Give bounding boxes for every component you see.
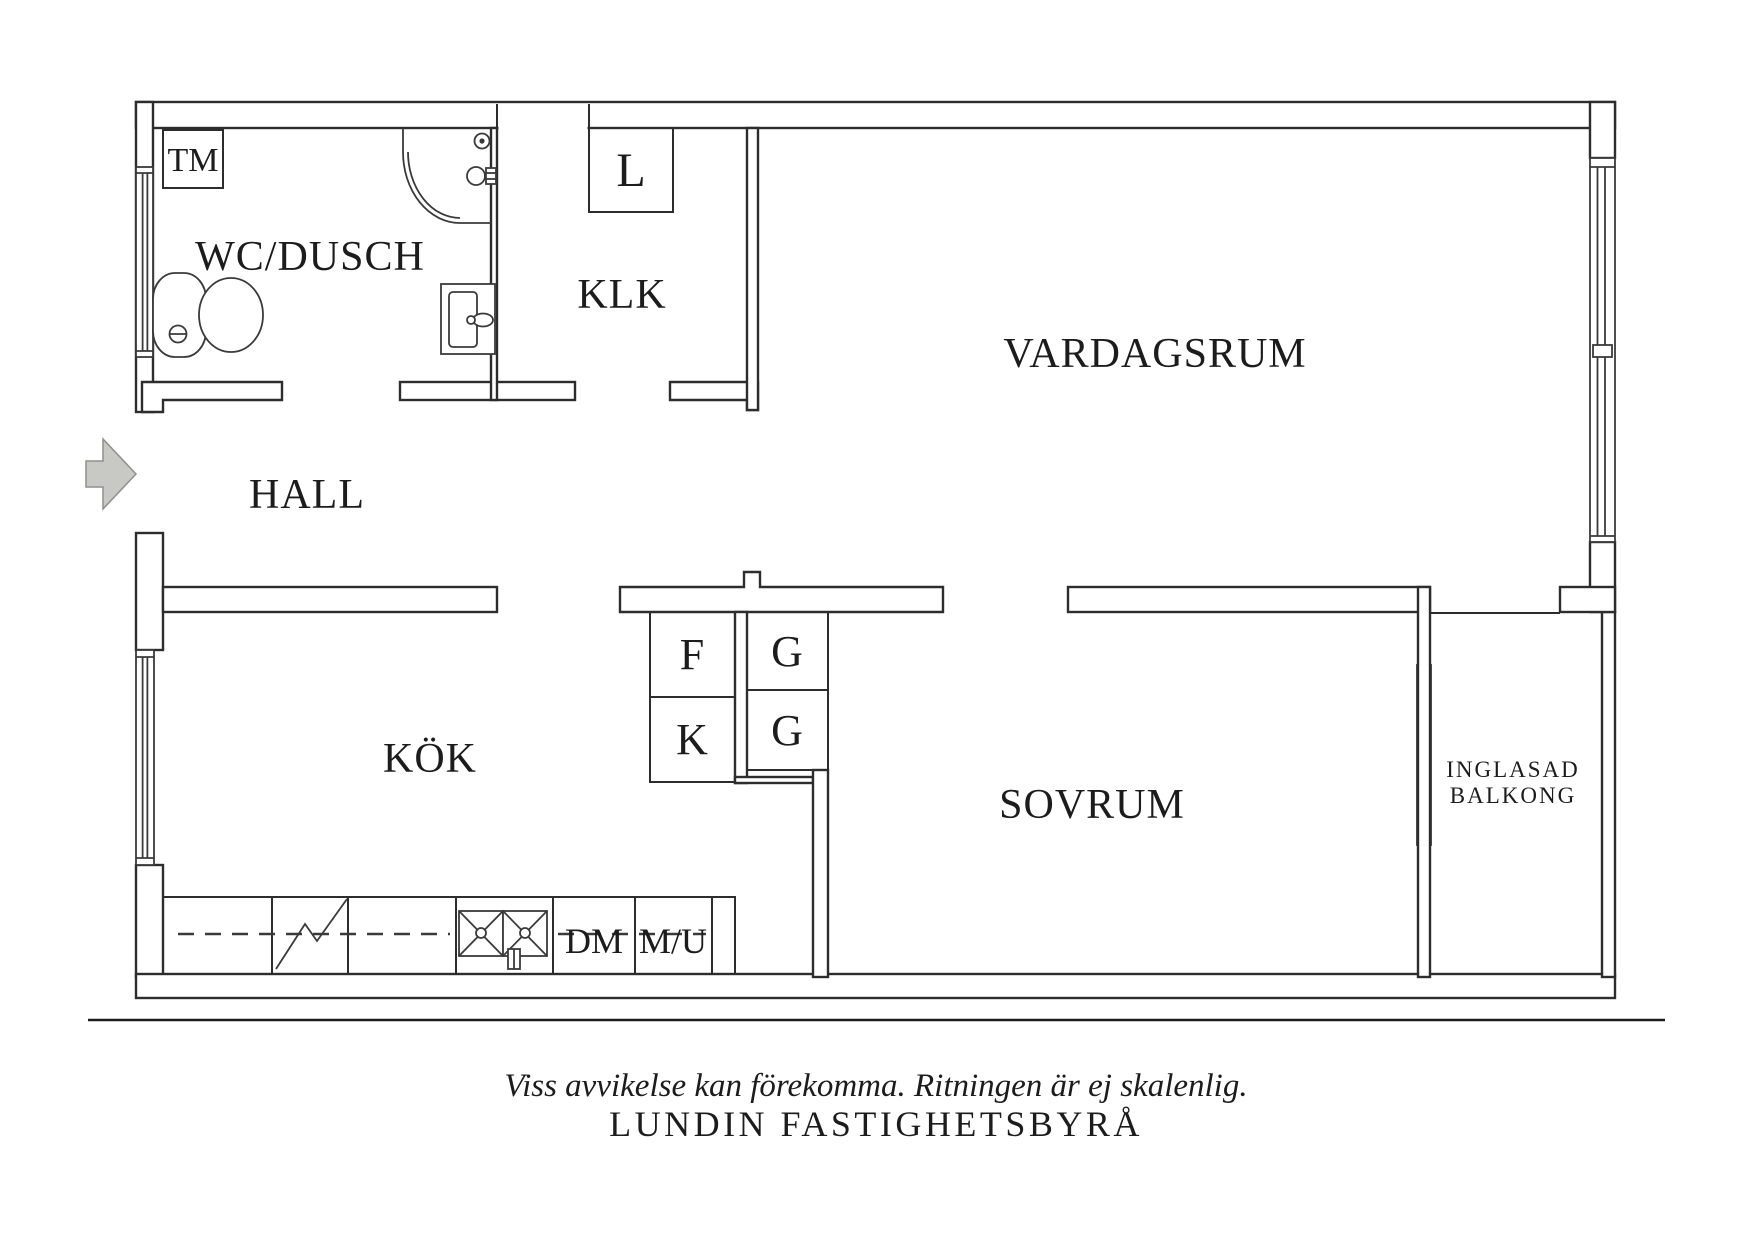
window-mullion: [1592, 344, 1613, 358]
bathroom-fixtures: [152, 128, 497, 358]
closet-label-g1: G: [771, 627, 803, 676]
closet-label-g2: G: [771, 706, 803, 755]
room-label-sovrum: SOVRUM: [999, 782, 1185, 828]
interior-walls: [140, 126, 1617, 979]
wall-below-k: [733, 775, 815, 785]
closet-label-l: L: [616, 144, 645, 197]
closet-label-tm: TM: [168, 142, 219, 179]
wall-hall-mid: [618, 570, 945, 614]
wall-corridor-b: [398, 380, 577, 402]
wall-hall-kok: [161, 585, 499, 614]
basin-icon: [440, 283, 496, 355]
room-label-balkong-line2: BALKONG: [1450, 783, 1576, 808]
wall-left-mid: [134, 531, 165, 652]
footer-disclaimer: Viss avvikelse kan förekomma. Ritningen …: [504, 1068, 1247, 1104]
room-label-kok: KÖK: [383, 736, 477, 782]
closet-boxes: TM L F K G G: [162, 127, 829, 783]
wall-sovrum-balkong: [1416, 585, 1432, 979]
footer: Viss avvikelse kan förekomma. Ritningen …: [88, 1018, 1665, 1144]
room-label-vardagsrum: VARDAGSRUM: [1003, 331, 1306, 377]
footer-brand: LUNDIN FASTIGHETSBYRÅ: [609, 1104, 1143, 1144]
wall-vardagsrum-sovrum: [1066, 585, 1432, 614]
window-kok: [135, 649, 155, 866]
wall-balcony-east: [1600, 610, 1617, 979]
room-label-wc-dusch: WC/DUSCH: [195, 234, 425, 280]
room-label-balkong-line1: INGLASAD: [1446, 757, 1580, 782]
wall-top: [134, 100, 1617, 130]
appliance-label-mu: M/U: [639, 921, 707, 961]
wall-klk-vardagsrum: [745, 126, 760, 412]
counter-outline: [162, 896, 736, 975]
wall-closet-spine: [733, 610, 749, 785]
room-label-klk: KLK: [577, 272, 666, 318]
room-label-hall: HALL: [249, 472, 365, 518]
wall-balcony-north: [1558, 585, 1617, 614]
wall-left-lower: [134, 863, 165, 979]
wall-bottom: [134, 972, 1617, 1000]
wall-corridor-a: [140, 380, 284, 414]
shower-icon: [402, 128, 497, 224]
window-vardagsrum: [1589, 157, 1616, 543]
kitchen-counter: DM M/U: [162, 896, 736, 975]
tm-box: [162, 129, 224, 189]
entrance-arrow-icon: [85, 437, 138, 511]
closet-label-k: K: [676, 715, 708, 764]
wall-top-niche: [498, 117, 588, 130]
wall-kok-sovrum: [811, 768, 830, 979]
wall-corridor-c: [668, 380, 760, 412]
kitchen-sink-icon: [458, 910, 548, 970]
room-labels: WC/DUSCH KLK VARDAGSRUM HALL KÖK SOVRUM …: [195, 234, 1580, 828]
closet-label-f: F: [680, 630, 704, 679]
wall-top-right-corner: [1588, 100, 1617, 160]
wall-wc-klk: [489, 126, 499, 402]
toilet-icon: [152, 272, 264, 358]
appliance-label-dm: DM: [565, 921, 623, 961]
stove-icon: [275, 898, 348, 970]
k-box: [649, 696, 736, 783]
l-box: [588, 127, 674, 213]
g2-box: [746, 689, 829, 771]
window-wc: [135, 166, 154, 358]
